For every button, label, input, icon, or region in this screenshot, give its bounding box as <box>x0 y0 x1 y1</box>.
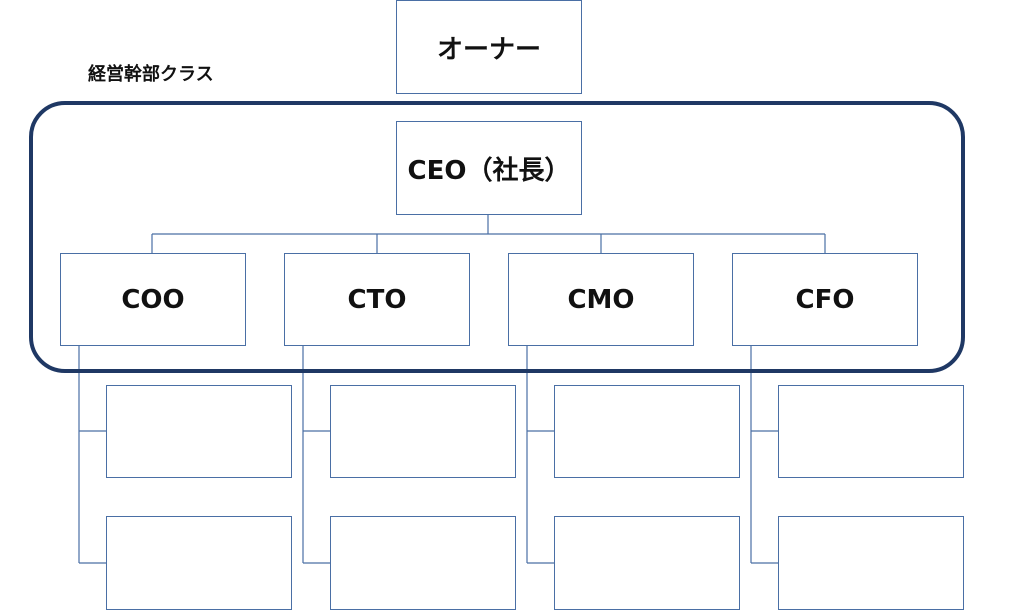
cto-subordinate-box-1 <box>330 385 516 478</box>
cmo-box: CMO <box>508 253 694 346</box>
group-label: 経営幹部クラス <box>88 64 214 85</box>
cmo-subordinate-box-2 <box>554 516 740 610</box>
cto-box: CTO <box>284 253 470 346</box>
ceo-box: CEO（社長） <box>396 121 582 215</box>
coo-subordinate-box-2 <box>106 516 292 610</box>
cfo-subordinate-box-2 <box>778 516 964 610</box>
coo-subordinate-box-1 <box>106 385 292 478</box>
coo-box: COO <box>60 253 246 346</box>
cfo-box: CFO <box>732 253 918 346</box>
executive-group-frame <box>29 101 965 373</box>
cfo-subordinate-box-1 <box>778 385 964 478</box>
cto-subordinate-box-2 <box>330 516 516 610</box>
cmo-subordinate-box-1 <box>554 385 740 478</box>
owner-box: オーナー <box>396 0 582 94</box>
